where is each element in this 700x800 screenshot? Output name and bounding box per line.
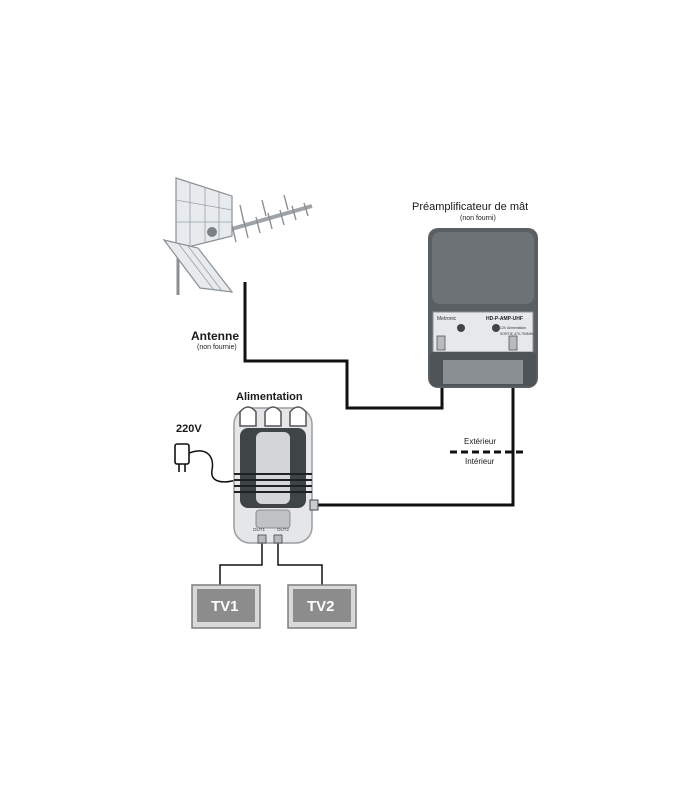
preamp-title: Préamplificateur de mât bbox=[412, 201, 529, 213]
tv1-icon: TV1 bbox=[191, 584, 261, 629]
preamp-brand: Metronic bbox=[437, 316, 457, 322]
tv2-label: TV2 bbox=[307, 598, 335, 615]
antenna-note: (non fournie) bbox=[197, 344, 237, 351]
voltage-label: 220V bbox=[176, 423, 202, 435]
preamp-specs-1: 12V Alimentation bbox=[500, 326, 526, 330]
antenna-title: Antenne bbox=[191, 329, 239, 343]
tv1-label: TV1 bbox=[211, 598, 239, 615]
antenna-illustration bbox=[162, 177, 313, 295]
power-supply-device: OUT1 OUT2 bbox=[233, 406, 319, 544]
power-supply-title: Alimentation bbox=[236, 391, 303, 403]
mains-plug-icon bbox=[174, 443, 190, 472]
cables bbox=[184, 282, 515, 585]
cable-mains bbox=[184, 450, 237, 483]
cable-tv1 bbox=[219, 540, 263, 585]
tv2-icon: TV2 bbox=[287, 584, 357, 629]
preamp-specs-2: SORTIE 470-790MHz bbox=[500, 332, 534, 336]
preamplifier-device: Metronic HD-P-AMP-UHF 12V Alimentation S… bbox=[428, 228, 538, 388]
cable-antenna-to-preamp bbox=[243, 282, 444, 410]
power-out2-label: OUT2 bbox=[277, 527, 289, 532]
cable-preamp-to-power bbox=[318, 350, 515, 507]
preamp-model: HD-P-AMP-UHF bbox=[486, 316, 523, 322]
cable-tv2 bbox=[277, 540, 323, 585]
power-out1-label: OUT1 bbox=[253, 527, 265, 532]
indoor-label: Intérieur bbox=[465, 457, 495, 466]
outdoor-label: Extérieur bbox=[464, 437, 497, 446]
preamp-note: (non fourni) bbox=[460, 215, 496, 222]
